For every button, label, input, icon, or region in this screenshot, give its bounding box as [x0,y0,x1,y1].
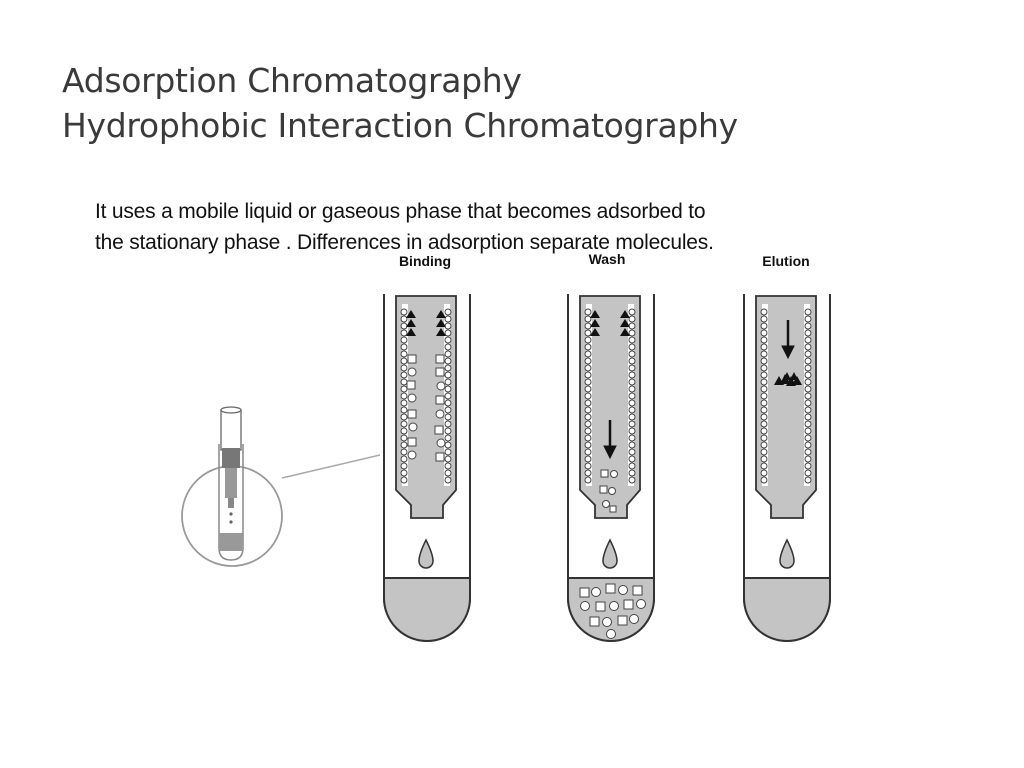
wash-eluting-molecules [599,469,618,513]
title-line-1: Adsorption Chromatography [62,61,522,100]
body-text: It uses a mobile liquid or gaseous phase… [95,196,895,258]
binding-stage [383,294,471,642]
wash-stage [567,294,655,642]
wash-bound-molecules [590,310,630,336]
stage-label-wash: Wash [589,251,626,267]
title-line-2: Hydrophobic Interaction Chromatography [62,106,738,145]
stage-label-binding: Binding [399,253,451,269]
body-line-2: the stationary phase . Differences in ad… [95,231,714,254]
body-line-1: It uses a mobile liquid or gaseous phase… [95,200,706,223]
wash-collected-molecules [579,583,646,639]
apparatus-icon [181,406,381,567]
binding-mixed-molecules [406,354,446,462]
wash-droplet [602,538,618,569]
stage-label-elution: Elution [762,253,809,269]
elution-arrow [781,320,795,360]
zoom-line-top [281,454,381,479]
binding-droplet [418,538,434,569]
elution-droplet [779,538,795,569]
slide-title: Adsorption Chromatography Hydrophobic In… [62,58,738,148]
elution-released-molecules [774,372,802,386]
binding-bound-molecules [406,310,446,336]
wash-arrow [603,420,617,460]
elution-stage [743,294,831,642]
